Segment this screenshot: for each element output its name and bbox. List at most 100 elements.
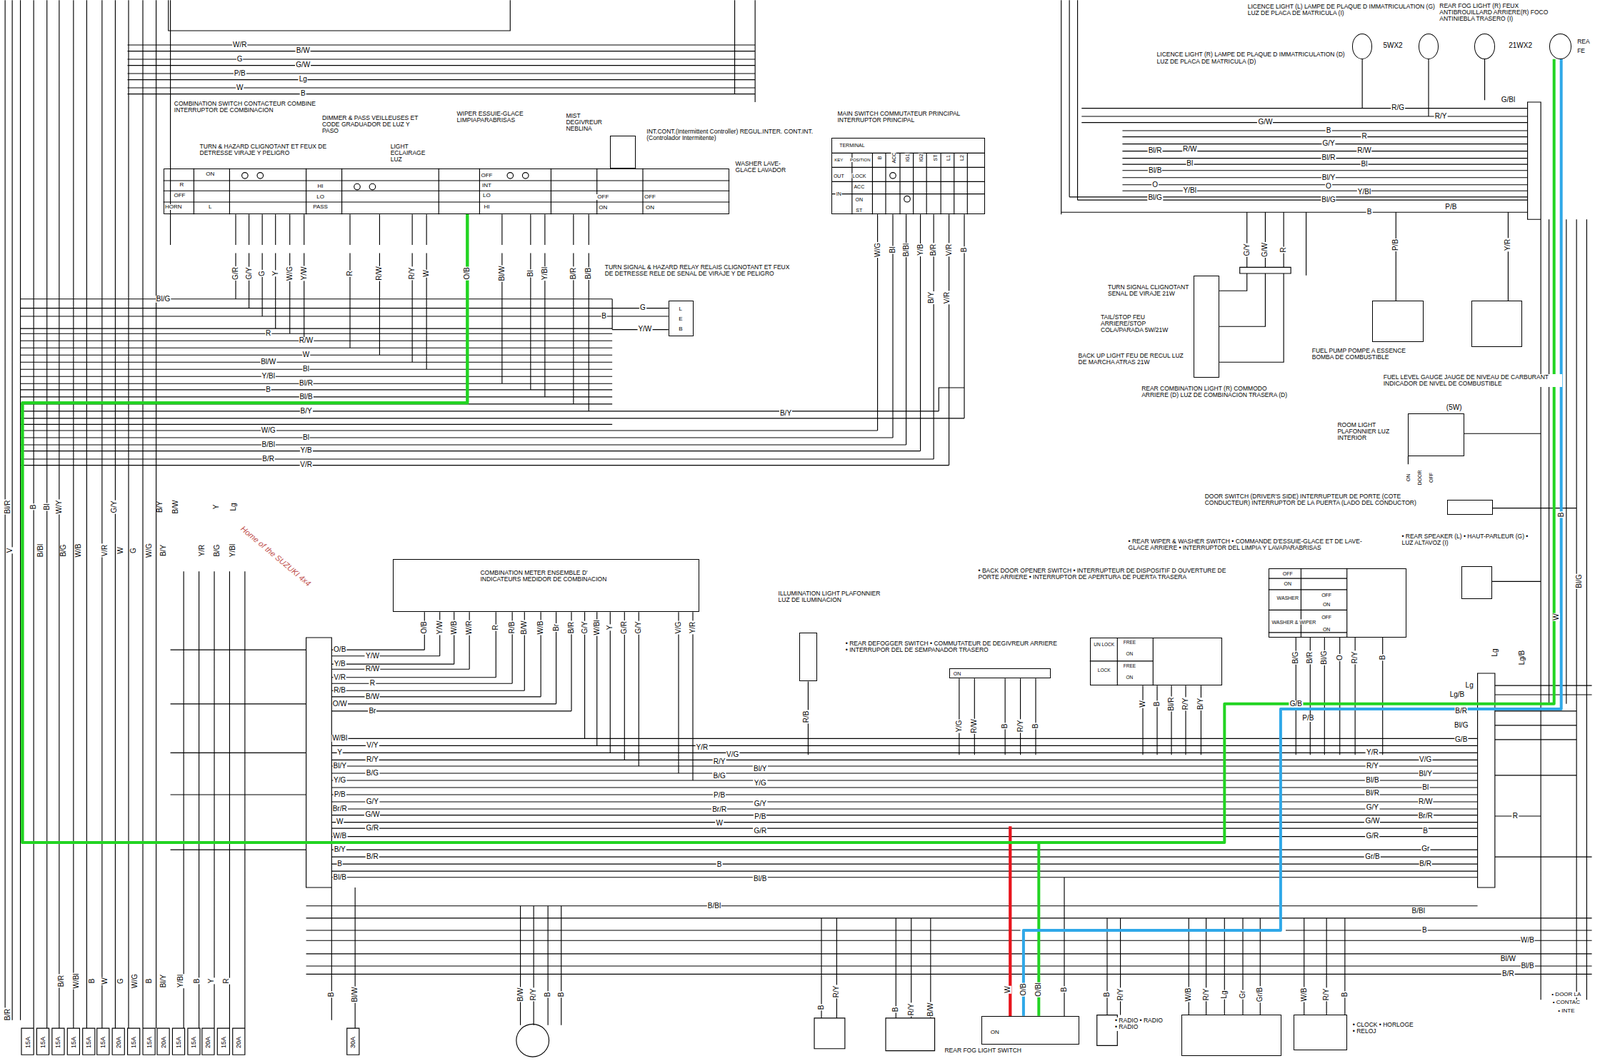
wire-label: B bbox=[960, 247, 968, 254]
component-box: • REAR SPEAKER (L) • HAUT-PARLEUR (G) • … bbox=[1461, 566, 1493, 600]
wire-label: G/R bbox=[1365, 832, 1380, 840]
wire-label: Bl bbox=[43, 503, 51, 512]
wire-label: 15A bbox=[85, 1036, 93, 1050]
wire-label: O bbox=[1325, 182, 1333, 190]
wire-label: R bbox=[346, 270, 354, 277]
wire-label: V bbox=[6, 547, 14, 555]
wire-label: B bbox=[1060, 986, 1068, 993]
wire-label: W/R bbox=[465, 620, 473, 635]
wire-label: Y/B bbox=[917, 243, 925, 257]
component-label: WIPER ESSUIE-GLACE LIMPIAPARABRISAS bbox=[457, 110, 544, 124]
wire-label: B/R bbox=[567, 620, 575, 635]
wire-label: Bl/R bbox=[4, 500, 12, 515]
component-label: INT.CONT.(Intermittent Controller) REGUL… bbox=[646, 128, 825, 142]
wire-label: B bbox=[88, 978, 96, 985]
wire-label: R/Y bbox=[1182, 697, 1190, 711]
wire-label: V/G bbox=[725, 751, 740, 759]
wire-label: B/R bbox=[365, 853, 380, 861]
wire-label: Lg/B bbox=[1449, 691, 1466, 699]
wire-label: L1 bbox=[945, 155, 951, 163]
wire-label: R/W bbox=[1182, 145, 1198, 153]
wire-label: R/W bbox=[298, 337, 314, 345]
wire-label: Bl/W bbox=[351, 986, 359, 1003]
wire-label: G/W bbox=[295, 61, 311, 69]
wire-label: B/G bbox=[213, 544, 221, 558]
wire-label: Bl bbox=[527, 269, 535, 278]
wire-label: G bbox=[130, 547, 138, 555]
wire-label: B bbox=[892, 1007, 900, 1014]
wire-label: W/G bbox=[874, 242, 882, 258]
wire-label: ST bbox=[855, 207, 863, 213]
wire-label: Y bbox=[207, 978, 215, 985]
component-label: LICENCE LIGHT (R) LAMPE DE PLAQUE D IMMA… bbox=[1157, 51, 1346, 65]
wire-label: Bl/B bbox=[1365, 777, 1380, 785]
wire-label: Bl/Y bbox=[160, 974, 168, 989]
component-box: FUEL LEVEL GAUGE JAUGE DE NIVEAU DE CARB… bbox=[1471, 300, 1523, 347]
wire-label: B/R bbox=[930, 243, 938, 258]
wire-label: R/B bbox=[802, 710, 810, 725]
wire-label: R bbox=[1512, 812, 1519, 820]
wire-label: B bbox=[544, 992, 552, 999]
wire-label: R/Y bbox=[1434, 112, 1448, 120]
wire-label: G/Y bbox=[1243, 242, 1251, 257]
component-label: TURN & HAZARD CLIGNOTANT ET FEUX DE DETR… bbox=[200, 143, 353, 157]
wire-label: Lg bbox=[230, 502, 238, 512]
wire-label: Bl/B bbox=[332, 874, 348, 882]
wire-label: P/B bbox=[333, 791, 347, 799]
wire-label: W/B bbox=[1185, 987, 1193, 1003]
wire-label: O/B bbox=[332, 646, 347, 654]
wire-label: B bbox=[1103, 992, 1111, 999]
wire-label: Y/W bbox=[300, 265, 308, 281]
wire-label: B/R bbox=[1418, 860, 1433, 868]
wire-label: 20A bbox=[160, 1036, 167, 1050]
wire-label: 15A bbox=[24, 1036, 31, 1050]
component-label: DOOR SWITCH (DRIVER'S SIDE) INTERRUPTEUR… bbox=[1205, 493, 1442, 507]
wire-label: B/Y bbox=[333, 846, 347, 854]
wire-label: 15A bbox=[70, 1036, 77, 1050]
wire-label: P/B bbox=[1392, 238, 1400, 252]
wire-label: INT bbox=[481, 182, 493, 189]
wire-label: V/Y bbox=[365, 742, 379, 750]
wire-label: L2 bbox=[958, 155, 964, 163]
component-box: TURN SIGNAL CLIGNOTANT SENAL DE VIRAJE 2… bbox=[1193, 275, 1220, 378]
wire-label: IG2 bbox=[917, 153, 923, 163]
wire-label: Bl/G bbox=[1147, 194, 1163, 202]
wire-label: R/W bbox=[375, 265, 383, 281]
wire-label: OFF bbox=[1320, 615, 1333, 620]
wire-label: Y/W bbox=[365, 652, 380, 660]
wire-label: Bl bbox=[1421, 784, 1430, 792]
component-label: LIGHT ECLAIRAGE LUZ bbox=[390, 143, 437, 164]
wire-label: 30A bbox=[350, 1036, 357, 1050]
wire-connector bbox=[22, 59, 1554, 843]
wire-label: B/G bbox=[60, 544, 68, 558]
wire-label: Bl/R bbox=[1147, 147, 1163, 155]
wire-label: W bbox=[101, 977, 109, 986]
wire-label: B bbox=[145, 978, 153, 985]
wire-label: Bl bbox=[889, 246, 897, 255]
wire-label: 15A bbox=[100, 1036, 107, 1050]
wire-label: Br bbox=[367, 707, 377, 715]
wire-label: 15A bbox=[145, 1036, 153, 1050]
wire-label: G/Y bbox=[753, 800, 768, 808]
wire-label: B/W bbox=[520, 620, 528, 635]
wire-label: Bl/G bbox=[1320, 196, 1336, 204]
switch-contact bbox=[507, 172, 514, 180]
wire-label: Y/G bbox=[332, 777, 347, 785]
wire-label: TERMINAL bbox=[838, 142, 865, 148]
wire-label: IG1 bbox=[905, 153, 910, 163]
wire-label: B/G bbox=[1292, 651, 1300, 665]
component-label: COMBINATION SWITCH CONTACTEUR COMBINE IN… bbox=[174, 100, 318, 114]
wire-label: Lg bbox=[1465, 682, 1475, 690]
wire-label: ON bbox=[1322, 627, 1332, 633]
wire-label: B bbox=[1001, 723, 1009, 730]
wire-label: Br bbox=[552, 623, 560, 633]
wire-label: B bbox=[1032, 723, 1040, 730]
wire-label: G/B bbox=[1289, 700, 1303, 708]
wire-label: 20A bbox=[205, 1036, 212, 1050]
wire-label: HORN bbox=[164, 204, 183, 210]
wire-label: R/W bbox=[365, 665, 380, 673]
component-label: TURN SIGNAL & HAZARD RELAY RELAIS CLIGNO… bbox=[605, 264, 799, 278]
wire-label: OFF bbox=[643, 194, 657, 200]
wire-label: Bl bbox=[302, 365, 310, 373]
